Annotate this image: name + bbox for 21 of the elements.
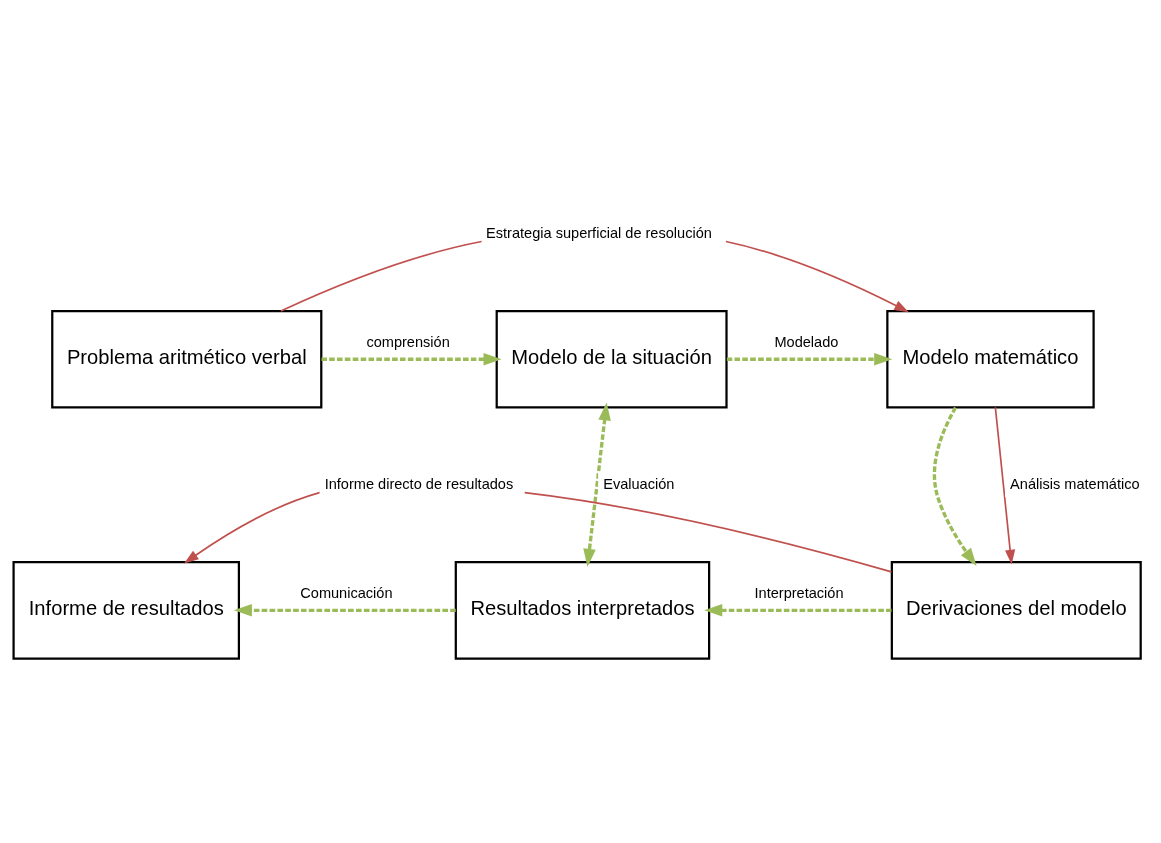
edge-label: Análisis matemático xyxy=(1010,475,1140,492)
arrow xyxy=(583,401,611,567)
edge-label: comprensión xyxy=(366,333,450,350)
arrow xyxy=(233,603,456,617)
edge-label: Evaluación xyxy=(603,475,675,492)
node-box: Informe de resultados xyxy=(12,560,240,660)
node-box: Problema aritmético verbal xyxy=(51,309,323,409)
arrow xyxy=(321,352,502,365)
node-box: Derivaciones del modelo xyxy=(890,560,1142,660)
edge-label: Modelado xyxy=(774,333,839,350)
arrow xyxy=(994,406,1016,564)
node-box: Resultados interpretados xyxy=(454,560,711,660)
arrow xyxy=(932,406,977,566)
node-box: Modelo matemático xyxy=(886,309,1095,409)
node-box: Modelo de la situación xyxy=(495,309,728,409)
arrow xyxy=(726,352,893,365)
edge-label: Interpretación xyxy=(754,584,844,601)
edge-label: Estrategia superficial de resolución xyxy=(486,223,712,240)
arrow xyxy=(704,603,892,617)
edge-label: Informe directo de resultados xyxy=(324,475,514,492)
edge-label: Comunicación xyxy=(300,584,393,601)
